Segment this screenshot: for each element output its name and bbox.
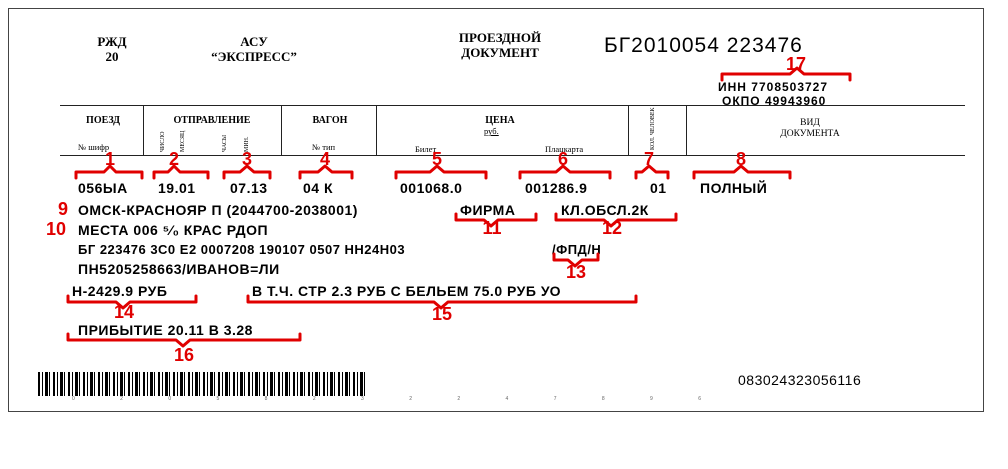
table-top-line xyxy=(60,105,965,106)
org-name: РЖД 20 xyxy=(82,34,142,64)
col-departure: ОТПРАВЛЕНИЕ xyxy=(173,115,251,126)
annotation-14: 14 xyxy=(113,302,135,322)
system-name: АСУ “ЭКСПРЕСС” xyxy=(184,34,324,64)
col-train: ПОЕЗД xyxy=(86,115,120,126)
col-price: ЦЕНА xyxy=(485,115,515,126)
firm-label: ФИРМА xyxy=(460,202,516,218)
document-title: ПРОЕЗДНОЙ ДОКУМЕНТ xyxy=(430,30,570,60)
value-time: 07.13 xyxy=(230,180,268,196)
inn-number: ИНН 7708503727 xyxy=(718,80,829,94)
annotation-12: 12 xyxy=(601,218,623,238)
value-date: 19.01 xyxy=(158,180,196,196)
value-reserved: 001286.9 xyxy=(525,180,588,196)
org-line2: 20 xyxy=(105,49,119,64)
system-line2: “ЭКСПРЕСС” xyxy=(211,49,297,64)
service-class: КЛ.ОБСЛ.2К xyxy=(561,202,649,218)
col-doctype: ВИД ДОКУМЕНТА xyxy=(760,118,860,140)
serial-number: БГ2010054 223476 xyxy=(604,34,803,57)
annotation-8: 8 xyxy=(735,149,746,169)
value-car: 04 К xyxy=(303,180,334,196)
annotation-17: 17 xyxy=(785,54,807,74)
barcode-digits: 0 2 0 5 8 2 3 2 2 4 7 8 9 6 xyxy=(72,396,723,402)
inclusive-line: В Т.Ч. СТР 2.3 РУБ С БЕЛЬЕМ 75.0 РУБ УО xyxy=(252,283,562,299)
col-divider xyxy=(628,105,629,155)
brace-8 xyxy=(692,164,792,180)
col-ticket: Билет xyxy=(415,144,437,154)
annotation-4: 4 xyxy=(319,149,330,169)
annotation-9: 9 xyxy=(57,199,68,219)
annotation-7: 7 xyxy=(643,149,654,169)
col-car: ВАГОН xyxy=(312,115,348,126)
okpo-number: ОКПО 49943960 xyxy=(722,94,827,108)
annotation-13: 13 xyxy=(565,262,587,282)
col-car-sub: № тип xyxy=(312,142,336,152)
annotation-15: 15 xyxy=(431,304,453,324)
codes-line: БГ 223476 3С0 Е2 0007208 190107 0507 НН2… xyxy=(78,242,406,257)
annotation-2: 2 xyxy=(168,149,179,169)
col-divider xyxy=(686,105,687,155)
passenger-line: ПН5205258663/ИВАНОВ=ЛИ xyxy=(78,261,280,277)
value-train: 056ЫА xyxy=(78,180,128,196)
value-doctype: ПОЛНЫЙ xyxy=(700,180,768,196)
barcode xyxy=(38,372,368,396)
col-train-sub: № шифр xyxy=(78,142,110,152)
brace-15 xyxy=(246,294,638,310)
bottom-number: 083024323056116 xyxy=(738,372,862,388)
route-line: ОМСК-КРАСНОЯР П (2044700-2038001) xyxy=(78,202,358,218)
annotation-16: 16 xyxy=(173,345,195,365)
brace-13 xyxy=(552,252,600,268)
brace-2 xyxy=(152,164,210,180)
annotation-11: 11 xyxy=(482,218,502,238)
col-divider xyxy=(281,105,282,155)
total-price: Н-2429.9 РУБ xyxy=(72,283,168,299)
brace-14 xyxy=(66,294,198,310)
value-ticket: 001068.0 xyxy=(400,180,463,196)
col-divider xyxy=(143,105,144,155)
doc-line2: ДОКУМЕНТ xyxy=(461,45,539,60)
seats-line: МЕСТА 006 ⁵⁄₀ КРАС РДОП xyxy=(78,222,269,238)
fpd-code: /ФПД/Н xyxy=(552,242,602,257)
col-price-unit: руб. xyxy=(484,126,499,136)
brace-7 xyxy=(634,164,670,180)
annotation-5: 5 xyxy=(431,149,442,169)
annotation-6: 6 xyxy=(557,149,568,169)
annotation-1: 1 xyxy=(104,149,115,169)
annotation-3: 3 xyxy=(241,149,252,169)
brace-4 xyxy=(298,164,354,180)
col-doctype-line1: ВИД xyxy=(800,118,820,128)
brace-3 xyxy=(222,164,272,180)
doc-line1: ПРОЕЗДНОЙ xyxy=(458,30,542,45)
brace-5 xyxy=(394,164,488,180)
col-doctype-line2: ДОКУМЕНТА xyxy=(780,129,840,139)
brace-6 xyxy=(518,164,612,180)
brace-11 xyxy=(454,212,538,228)
brace-1 xyxy=(74,164,144,180)
table-bottom-line xyxy=(60,155,965,156)
brace-17 xyxy=(720,66,852,82)
brace-12 xyxy=(554,212,678,228)
org-line1: РЖД xyxy=(97,34,127,49)
arrival-line: ПРИБЫТИЕ 20.11 В 3.28 xyxy=(78,322,253,338)
value-persons: 01 xyxy=(650,180,667,196)
annotation-10: 10 xyxy=(45,219,67,239)
col-reserved: Плацкарта xyxy=(545,144,584,154)
system-line1: АСУ xyxy=(240,34,268,49)
ticket-frame xyxy=(8,8,984,412)
brace-16 xyxy=(66,332,302,348)
col-divider xyxy=(376,105,377,155)
